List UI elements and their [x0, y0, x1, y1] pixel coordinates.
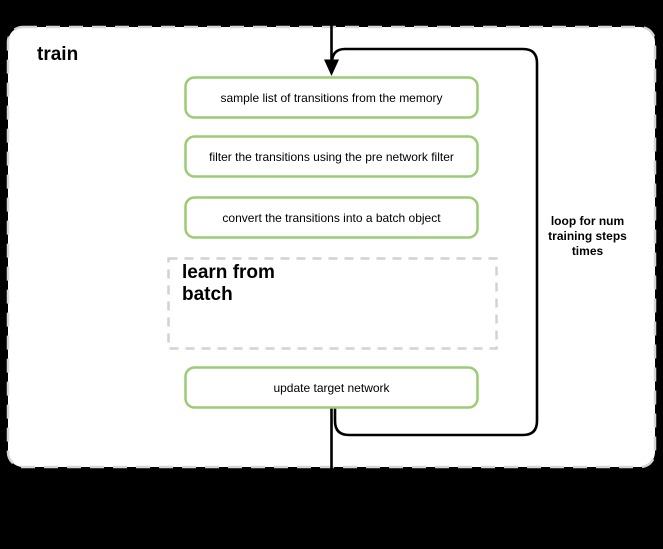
step-box-filter-transitions	[184, 135, 479, 178]
container-title-train: train	[37, 44, 79, 65]
arrowhead-down-icon	[324, 59, 339, 76]
subprocess-box-learn-from-batch	[167, 257, 498, 350]
step-box-convert-batch	[184, 196, 479, 239]
step-label-convert-batch: convert the transitions into a batch obj…	[222, 210, 441, 225]
step-box-update-target-network	[184, 366, 479, 409]
step-label-sample-transitions: sample list of transitions from the memo…	[220, 90, 443, 105]
step-label-filter-transitions: filter the transitions using the pre net…	[209, 149, 454, 164]
step-label-update-target-network: update target network	[273, 380, 390, 395]
loop-boundary	[330, 47, 539, 437]
subprocess-label-learn-from-batch: learn from batch	[182, 262, 275, 305]
loop-annotation: loop for num training steps times	[548, 214, 627, 258]
step-box-sample-transitions	[184, 76, 479, 119]
